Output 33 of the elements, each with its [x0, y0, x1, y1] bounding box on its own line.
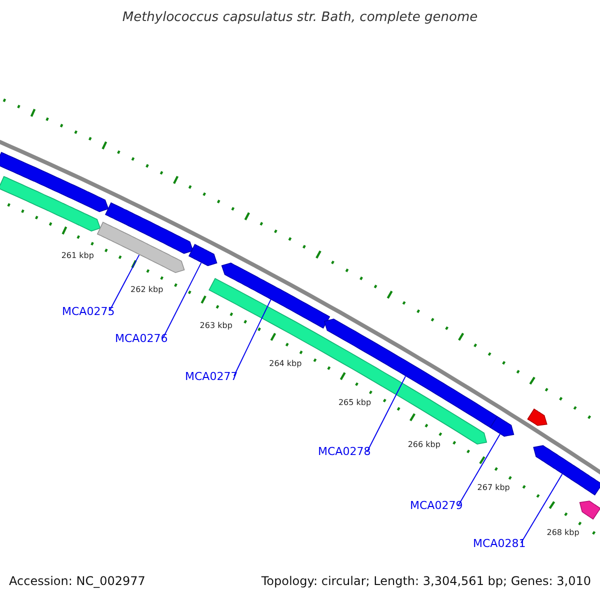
- scale-label: 263 kbp: [200, 322, 232, 330]
- gene-feature: [188, 244, 218, 266]
- gene-feature: [0, 176, 101, 232]
- accession-label: Accession: NC_002977: [9, 575, 146, 587]
- scale-label: 266 kbp: [408, 440, 440, 449]
- gene-label: MCA0277: [185, 371, 238, 382]
- leader-line: [234, 299, 272, 376]
- gene-feature: [579, 500, 600, 520]
- leader-line: [162, 262, 202, 338]
- gene-feature: [527, 408, 548, 426]
- gene-feature: [0, 152, 109, 212]
- scale-label: 268 kbp: [546, 529, 580, 538]
- leader-line: [366, 376, 406, 452]
- genome-summary: Topology: circular; Length: 3,304,561 bp; Genes: 3,010: [261, 575, 591, 587]
- scale-label: 262 kbp: [130, 286, 164, 294]
- gene-feature: [533, 445, 600, 496]
- leader-line: [458, 434, 500, 506]
- gene-feature: [324, 318, 498, 428]
- scale-label: 265 kbp: [338, 399, 372, 408]
- gene-label: MCA0279: [410, 500, 463, 511]
- scale-label: 264 kbp: [269, 360, 302, 368]
- leader-line: [110, 254, 140, 310]
- gene-feature: [96, 222, 185, 274]
- scale-label: 267 kbp: [477, 484, 510, 492]
- gene-feature: [104, 202, 194, 254]
- gene-feature: [490, 416, 514, 437]
- gene-label: MCA0278: [318, 446, 371, 457]
- leader-line: [520, 474, 563, 544]
- diagram-title: Methylococcus capsulatus str. Bath, complete genome: [121, 11, 479, 24]
- scale-label: 261 kbp: [61, 252, 94, 260]
- gene-label: MCA0281: [473, 538, 526, 549]
- gene-label: MCA0276: [115, 333, 168, 344]
- gene-label: MCA0275: [62, 306, 115, 317]
